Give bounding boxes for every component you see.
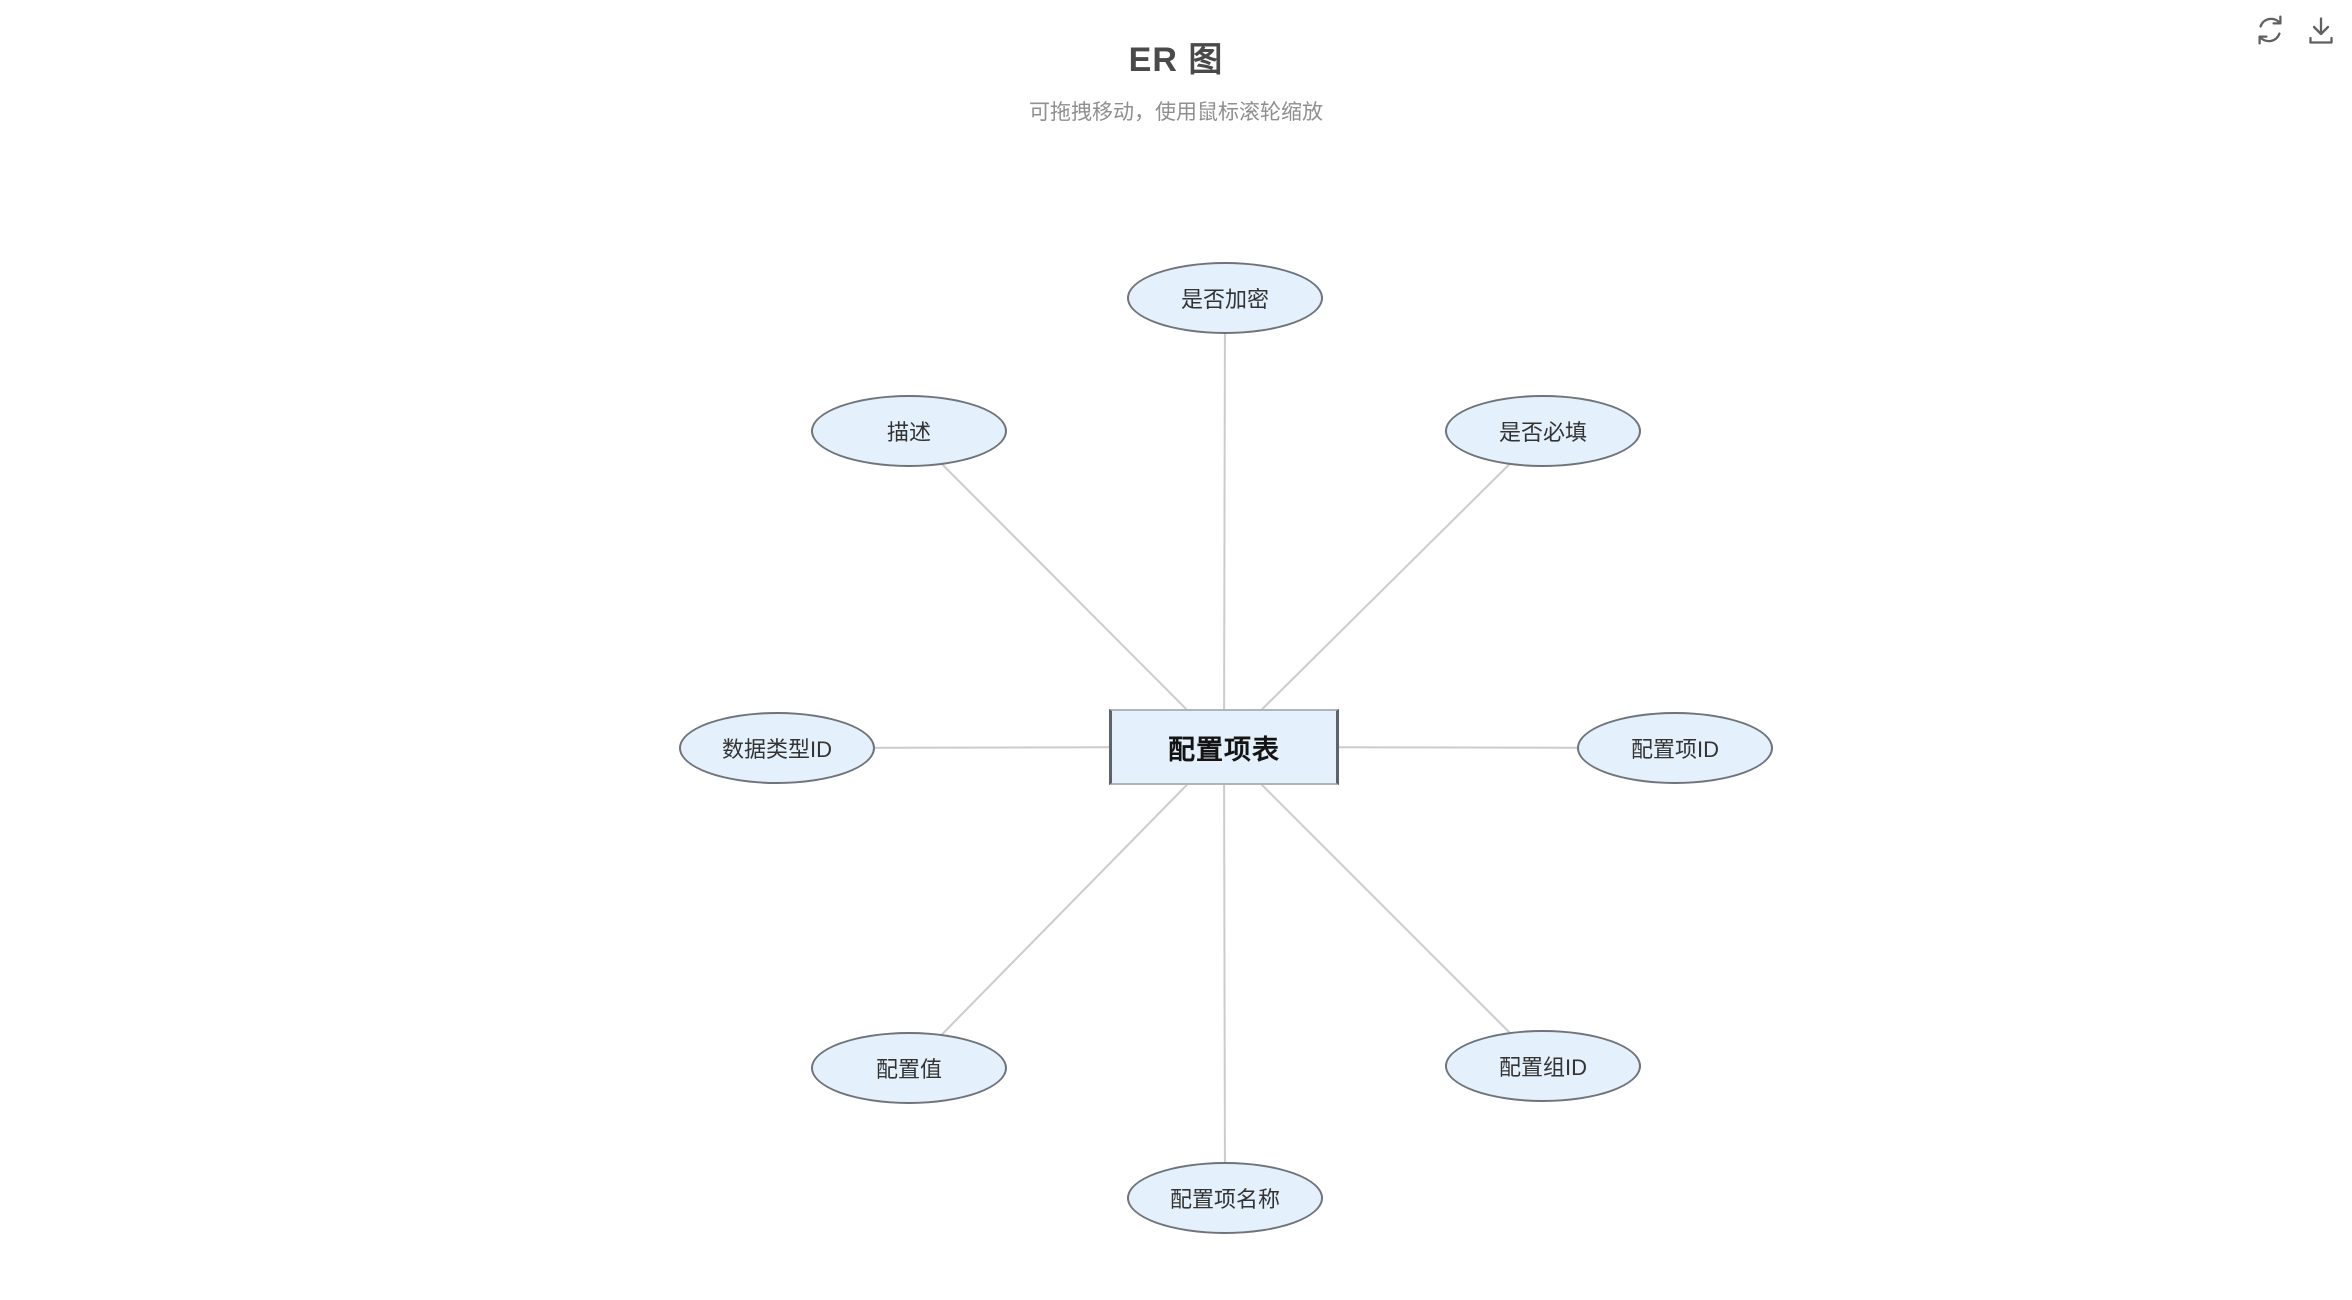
toolbar xyxy=(2253,13,2338,47)
er-edge xyxy=(1223,297,1226,748)
er-edge xyxy=(908,746,1225,1069)
er-edge xyxy=(1223,746,1544,1067)
attribute-node[interactable]: 是否必填 xyxy=(1445,395,1641,467)
attribute-node[interactable]: 配置值 xyxy=(811,1032,1007,1104)
attribute-node[interactable]: 配置项名称 xyxy=(1127,1162,1323,1234)
download-icon[interactable] xyxy=(2304,13,2338,47)
attribute-node[interactable]: 配置项ID xyxy=(1577,712,1773,784)
er-edge xyxy=(1223,430,1544,748)
attribute-node[interactable]: 数据类型ID xyxy=(679,712,875,784)
attribute-node[interactable]: 描述 xyxy=(811,395,1007,467)
er-edge xyxy=(908,430,1225,748)
er-edge xyxy=(1223,746,1226,1199)
attribute-node[interactable]: 是否加密 xyxy=(1127,262,1323,334)
attribute-node[interactable]: 配置组ID xyxy=(1445,1030,1641,1102)
refresh-icon[interactable] xyxy=(2253,13,2287,47)
entity-node[interactable]: 配置项表 xyxy=(1109,709,1339,785)
